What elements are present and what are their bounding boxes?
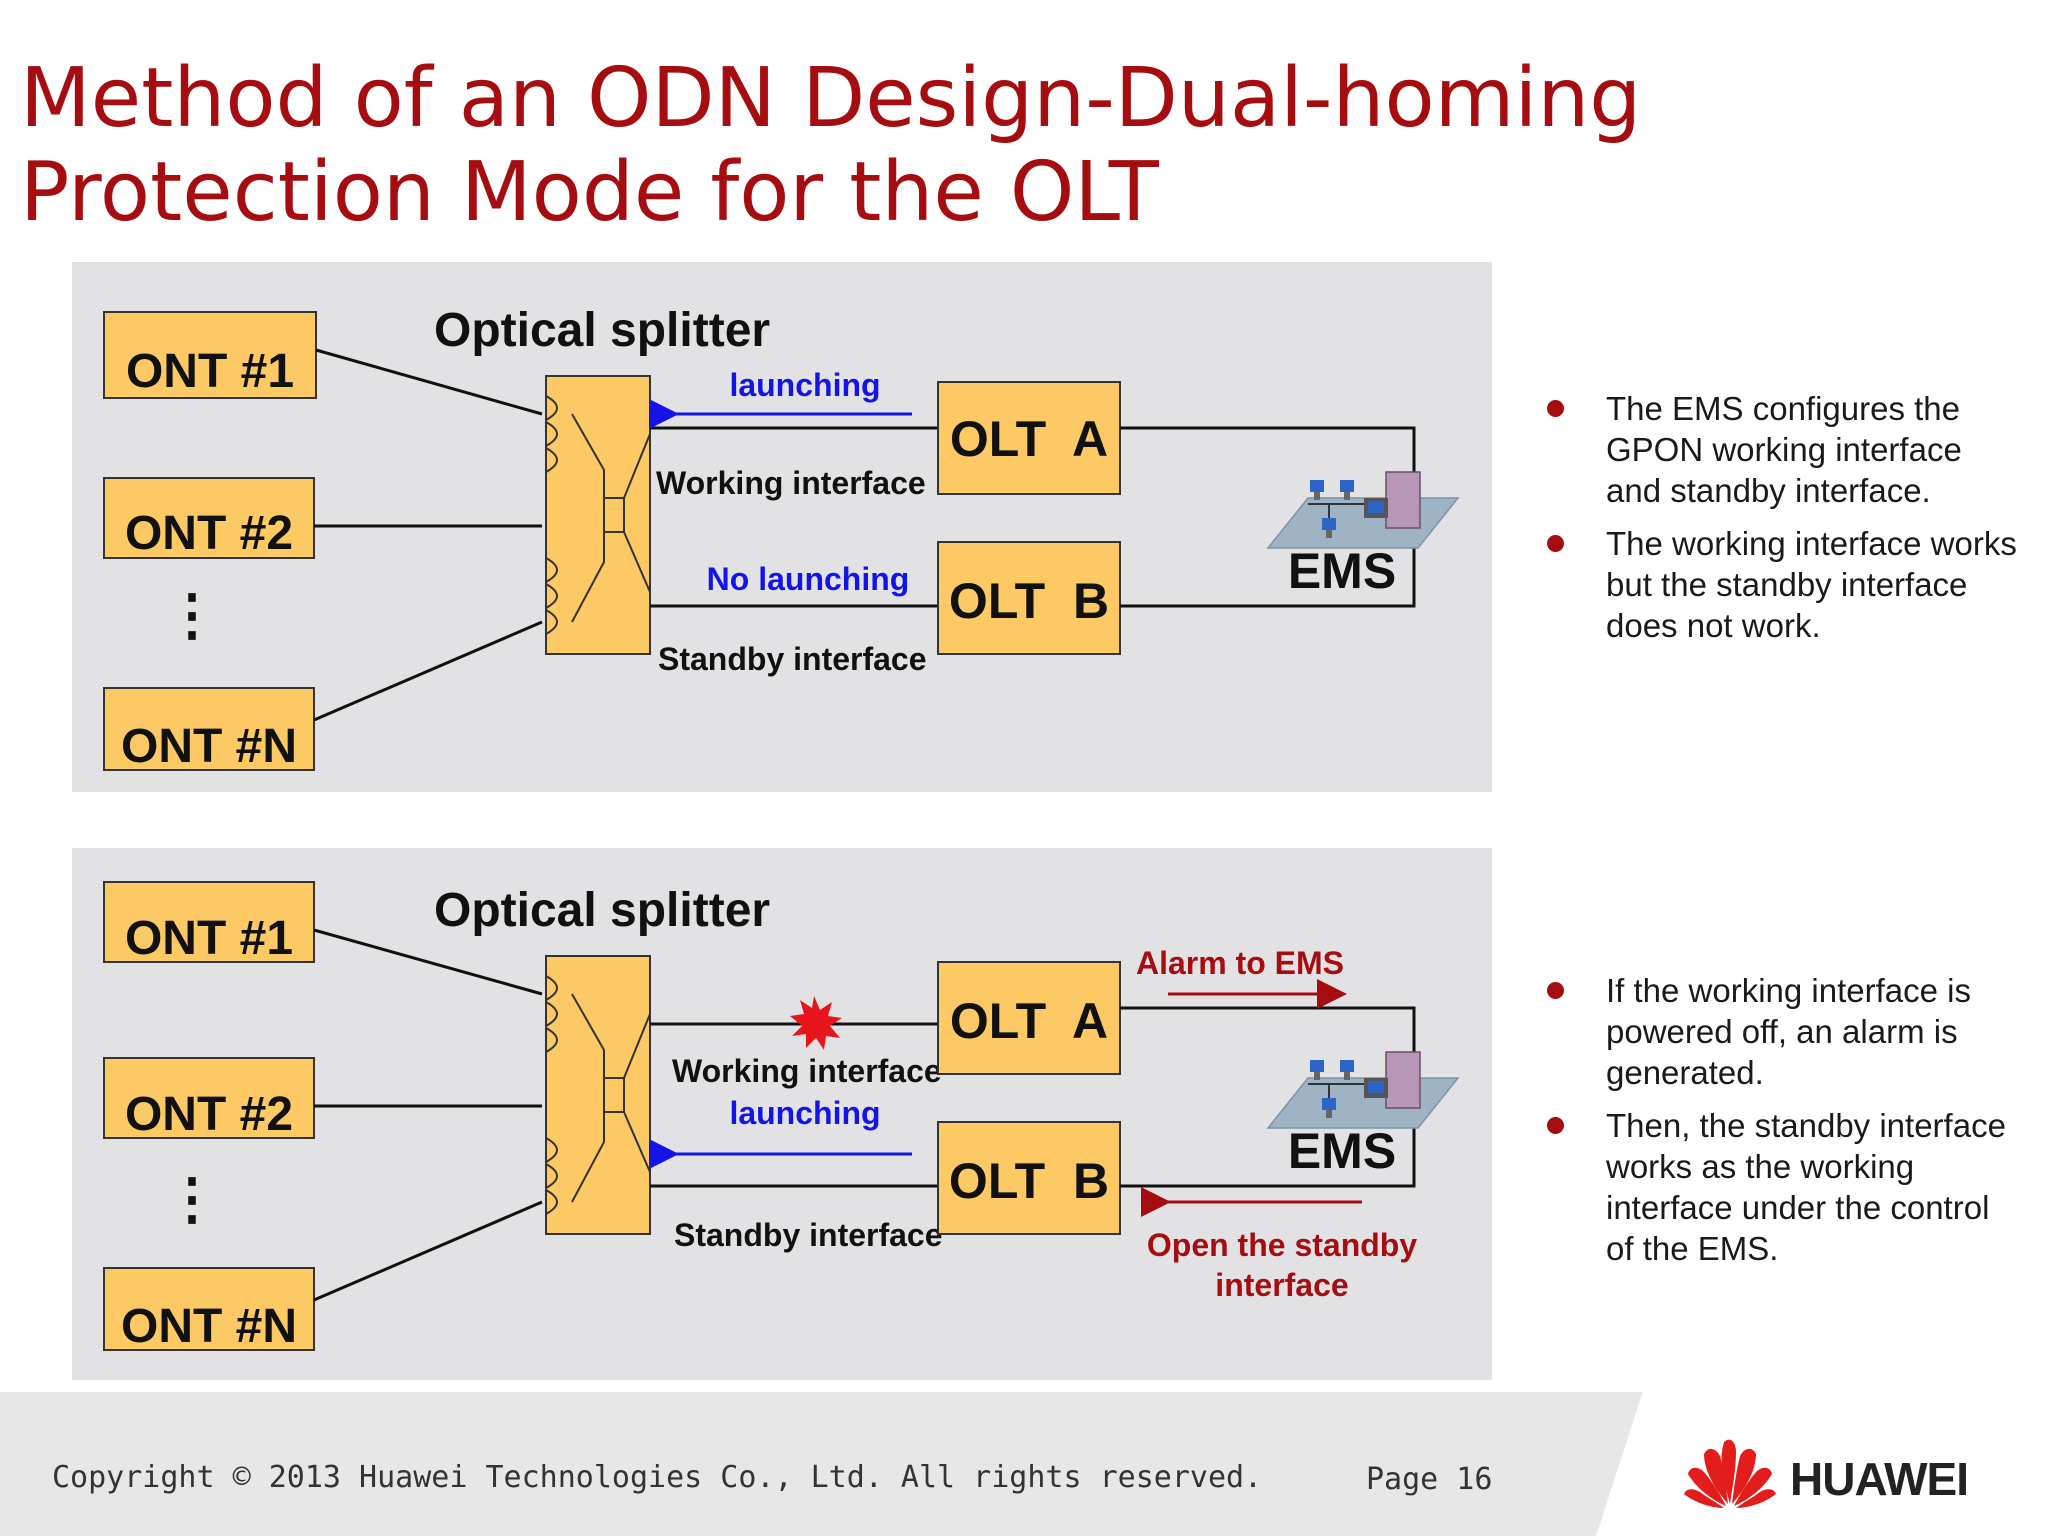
ont-ellipsis: ⋮: [164, 583, 220, 646]
working-interface-label: Working interface: [672, 1053, 942, 1089]
bullet-text: Then, the standby interface works as the…: [1606, 1107, 2006, 1267]
ont-label-1: ONT #1: [126, 345, 294, 398]
bullet-dot-icon: [1547, 535, 1564, 552]
bullet-item: The working interface works but the stan…: [1540, 523, 2020, 646]
launching-label: launching: [729, 1095, 880, 1131]
fiber-ont1: [313, 928, 543, 996]
bullets-failover: If the working interface is powered off,…: [1540, 970, 2020, 1281]
copyright-text: Copyright © 2013 Huawei Technologies Co.…: [52, 1460, 1263, 1495]
launching-label: launching: [729, 367, 880, 403]
olt-b-label: OLT B: [949, 573, 1109, 629]
splitter-label: Optical splitter: [434, 884, 770, 937]
standby-interface-label: Standby interface: [674, 1217, 943, 1253]
bullets-normal: The EMS configures the GPON working inte…: [1540, 388, 2020, 658]
ems-label: EMS: [1288, 1123, 1396, 1179]
bullet-dot-icon: [1547, 982, 1564, 999]
bullet-text: The EMS configures the GPON working inte…: [1606, 390, 1962, 509]
page-title: Method of an ODN Design-Dual-homing Prot…: [20, 51, 1642, 240]
no-launching-label: No launching: [707, 561, 910, 597]
open-standby-label-line1: Open the standby: [1147, 1227, 1417, 1263]
fiber-ont1: [315, 348, 543, 416]
olt-a-label: OLT A: [950, 993, 1108, 1049]
bullet-text: If the working interface is powered off,…: [1606, 972, 1971, 1091]
bullet-dot-icon: [1547, 400, 1564, 417]
bullet-dot-icon: [1547, 1117, 1564, 1134]
ont-label-n: ONT #N: [121, 1300, 297, 1353]
huawei-brand-text: HUAWEI: [1790, 1453, 1969, 1505]
page-number: Page 16: [1366, 1462, 1493, 1497]
ems-network-icon: [1266, 471, 1460, 549]
ems-label: EMS: [1288, 543, 1396, 599]
working-interface-label: Working interface: [656, 465, 926, 501]
ont-ellipsis: ⋮: [164, 1167, 220, 1230]
alarm-to-ems-label: Alarm to EMS: [1136, 945, 1344, 981]
huawei-logo-icon: [1684, 1439, 1776, 1508]
fiber-ontn: [313, 620, 543, 722]
ont-box-2: ONT #2: [103, 477, 315, 560]
ems-network-icon: [1266, 1051, 1460, 1129]
bullet-text: The working interface works but the stan…: [1606, 525, 2017, 644]
diagram-normal-svg: ONT #1 ONT #2 ⋮ ONT #N Optical splitter …: [103, 304, 1460, 773]
ont-label-2: ONT #2: [125, 1088, 293, 1141]
ont-label-1: ONT #1: [125, 912, 293, 965]
ont-label-2: ONT #2: [125, 507, 293, 560]
olt-b-box: OLT B: [937, 1121, 1121, 1235]
olt-b-label: OLT B: [949, 1153, 1109, 1209]
bullet-item: If the working interface is powered off,…: [1540, 970, 2020, 1093]
olt-b-box: OLT B: [937, 541, 1121, 655]
splitter-label: Optical splitter: [434, 304, 770, 357]
ont-box-n: ONT #N: [103, 1267, 315, 1353]
fault-burst-icon: [790, 996, 842, 1050]
diagram-failover: ONT #1 ONT #2 ⋮ ONT #N Optical splitter …: [72, 848, 1492, 1380]
diagram-normal-operation: ONT #1 ONT #2 ⋮ ONT #N Optical splitter …: [72, 262, 1492, 792]
olt-a-label: OLT A: [950, 411, 1108, 467]
ont-box-1: ONT #1: [103, 311, 317, 399]
diagram-failover-svg: ONT #1 ONT #2 ⋮ ONT #N Optical splitter …: [103, 881, 1460, 1353]
olt-a-box: OLT A: [937, 381, 1121, 495]
optical-splitter: [545, 375, 651, 655]
optical-splitter: [545, 955, 651, 1235]
standby-interface-label: Standby interface: [658, 641, 927, 677]
fiber-ontn: [313, 1200, 543, 1302]
ont-box-n: ONT #N: [103, 687, 315, 773]
bullet-item: Then, the standby interface works as the…: [1540, 1105, 2020, 1269]
ont-box-2: ONT #2: [103, 1057, 315, 1141]
olt-a-box: OLT A: [937, 961, 1121, 1075]
open-standby-label-line2: interface: [1215, 1267, 1348, 1303]
ont-box-1: ONT #1: [103, 881, 315, 965]
bullet-item: The EMS configures the GPON working inte…: [1540, 388, 2020, 511]
ont-label-n: ONT #N: [121, 720, 297, 773]
